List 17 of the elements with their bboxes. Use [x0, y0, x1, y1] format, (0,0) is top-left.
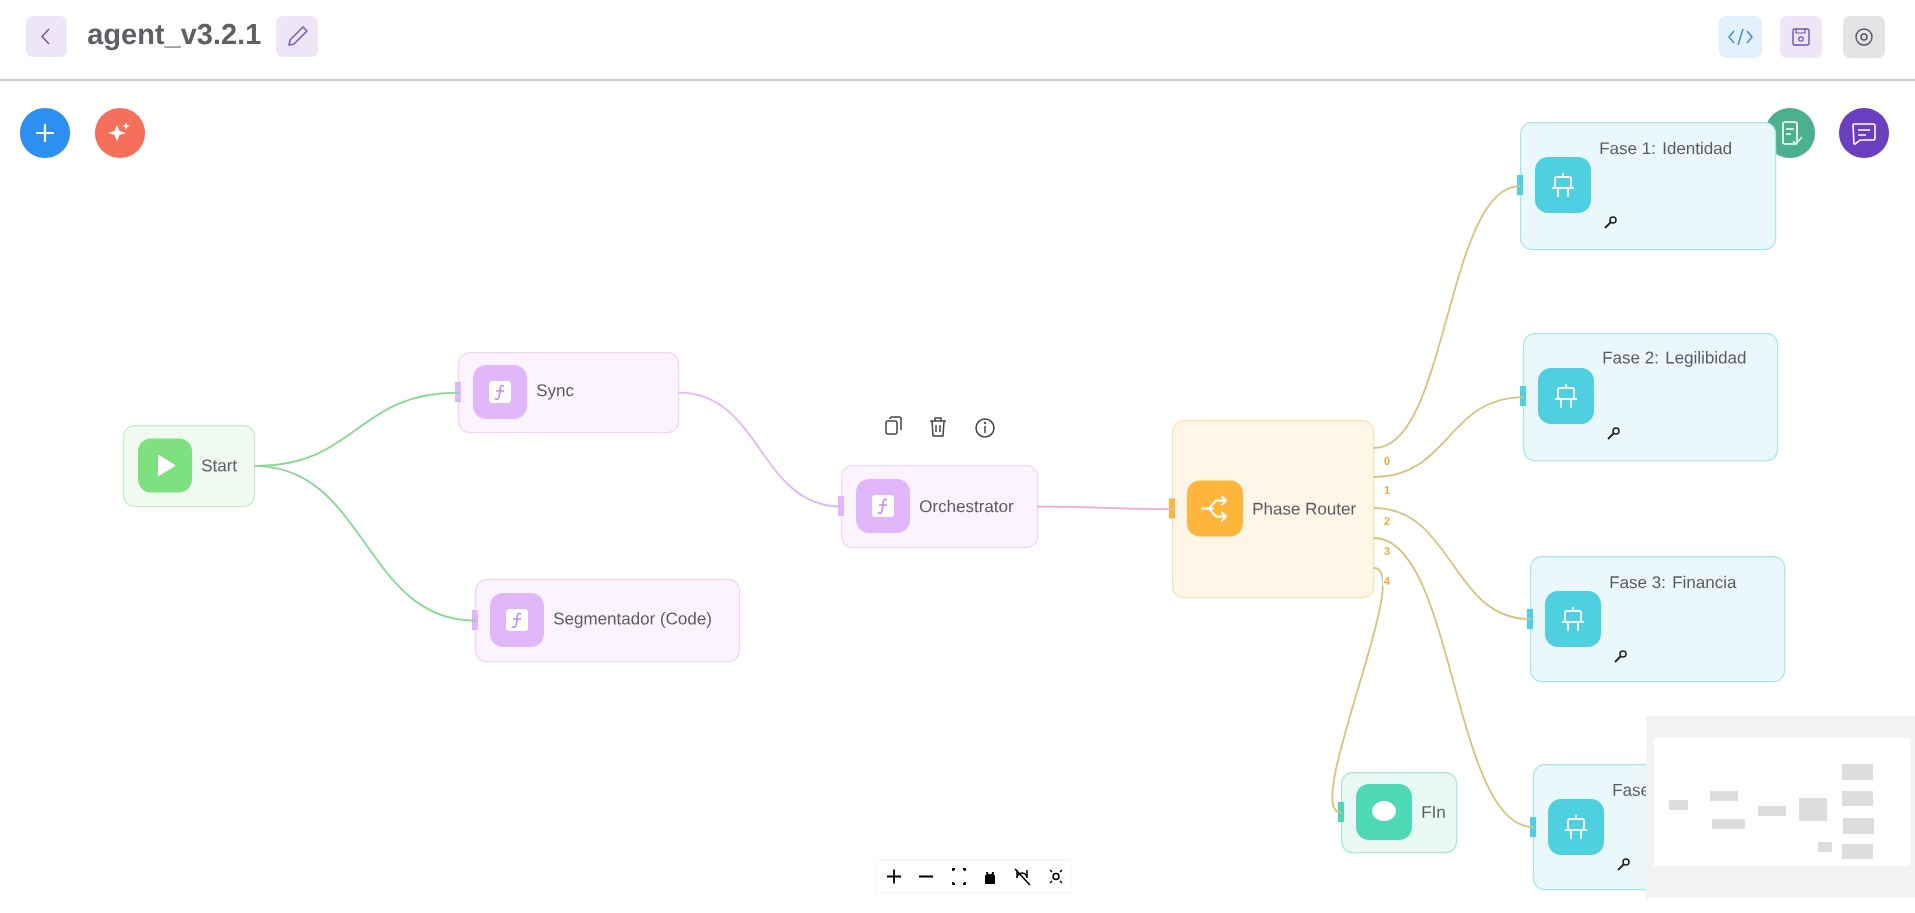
connector-line	[1331, 567, 1384, 814]
router-node: Phase Router	[1172, 420, 1375, 599]
agent-node: Fase 1: Identidad	[1520, 122, 1777, 251]
agent-node: Fase 3: Financia	[1530, 556, 1786, 683]
agent-node: Fase 2: Legilibidad	[1523, 333, 1779, 462]
connector-line	[254, 465, 476, 622]
edge-label: 3	[1384, 547, 1390, 555]
page-title: agent_v3.2.1	[88, 23, 261, 51]
edge-label: 1	[1384, 486, 1390, 494]
edge-label: 4	[1384, 577, 1390, 585]
connector-line	[1373, 185, 1521, 449]
edge-label: 2	[1384, 517, 1390, 525]
connector-line	[1373, 537, 1534, 828]
connector-line	[1037, 505, 1173, 510]
edge-label: 0	[1384, 457, 1390, 465]
connector-line	[1373, 396, 1524, 478]
connector-line	[1373, 507, 1531, 620]
